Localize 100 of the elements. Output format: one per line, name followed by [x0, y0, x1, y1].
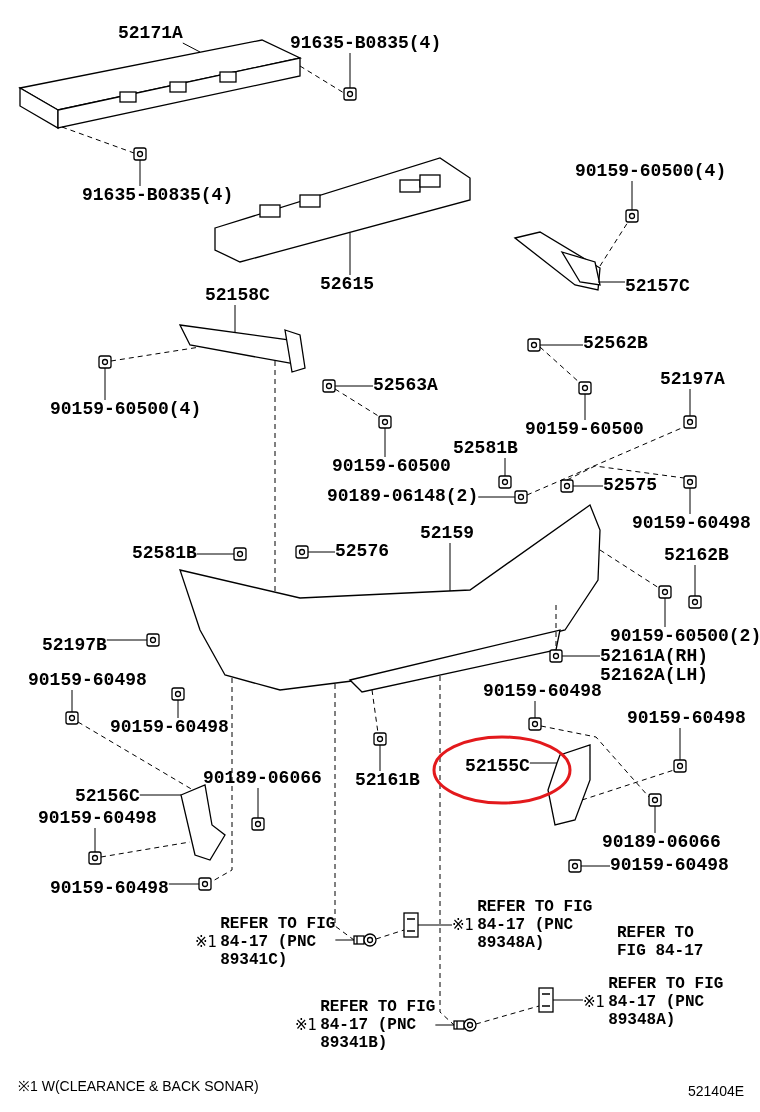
leader-line [534, 700, 536, 719]
footnote-mark: ※1 [195, 932, 218, 952]
part-number: 52162B [664, 546, 729, 565]
leader-line [139, 794, 182, 796]
leader-line [552, 999, 584, 1001]
footnote-mark: ※1 [295, 1015, 318, 1035]
leader-line [561, 655, 601, 657]
bolt-icon [560, 479, 574, 493]
part-number: 90159-60498 [50, 879, 169, 898]
leader-line [417, 924, 453, 926]
bracket-drawing [547, 744, 591, 826]
part-number: 52581B [453, 439, 518, 458]
leader-line [334, 385, 374, 387]
part-number: 52575 [603, 476, 657, 495]
footnote-mark: ※1 [583, 992, 606, 1012]
leader-line [580, 865, 611, 867]
part-number: 52157C [625, 277, 690, 296]
leader-line [139, 159, 141, 187]
bolt-icon [88, 851, 102, 865]
bolt-icon [673, 759, 687, 773]
leader-line [477, 496, 516, 498]
part-number: 90189-06066 [602, 833, 721, 852]
part-number: 90159-60500 [332, 457, 451, 476]
bolt-icon [648, 793, 662, 807]
leader-line [234, 304, 236, 334]
part-number: 52197B [42, 636, 107, 655]
bolt-icon [251, 817, 265, 831]
leader-line [449, 542, 451, 592]
bolt-icon [322, 379, 336, 393]
leader-line [584, 393, 586, 421]
leader-line [106, 639, 148, 641]
assembly-line [540, 725, 650, 798]
leader-line [94, 827, 96, 853]
bolt-icon [683, 415, 697, 429]
sensor-holder-icon [403, 912, 419, 938]
part-number: 90159-60498 [28, 671, 147, 690]
part-number: 52161A(RH) 52162A(LH) [600, 647, 730, 685]
assembly-line [61, 126, 135, 154]
part-number: 90159-60498 [632, 514, 751, 533]
leader-line [257, 787, 259, 819]
bolt-icon [514, 490, 528, 504]
part-number: 52161B [355, 771, 420, 790]
sensor-holder-icon [538, 987, 554, 1013]
sensor-icon [453, 1018, 477, 1032]
bolt-icon [198, 877, 212, 891]
bolt-icon [343, 87, 357, 101]
leader-line [504, 457, 506, 477]
bracket-drawing [513, 231, 601, 291]
part-number: 90159-60500 [525, 420, 644, 439]
assembly-line [334, 683, 355, 941]
leader-line [177, 699, 179, 719]
bolt-icon [378, 415, 392, 429]
part-number: 90159-60500(2) [610, 627, 760, 646]
part-number: 52155C [465, 757, 530, 776]
bolt-icon [171, 687, 185, 701]
assembly-line [375, 929, 405, 940]
leader-line [539, 344, 584, 346]
assembly-line [475, 1005, 540, 1025]
leader-line [384, 427, 386, 458]
leader-line [434, 1024, 455, 1026]
reference-note: REFER TO FIG 84-17 (PNC 89348A) [608, 975, 724, 1029]
part-number: 90159-60498 [610, 856, 729, 875]
sensor-icon [353, 933, 377, 947]
leader-line [334, 939, 355, 941]
leader-line [654, 805, 656, 834]
leader-line [168, 883, 200, 885]
part-number: 90159-60498 [627, 709, 746, 728]
drawing-number: 521404E [688, 1083, 745, 1099]
assembly-line [371, 689, 379, 734]
leader-line [196, 553, 235, 555]
bolt-icon [549, 649, 563, 663]
leader-line [104, 367, 106, 401]
part-number: 52171A [118, 24, 183, 43]
assembly-line [599, 221, 629, 267]
bolt-icon [65, 711, 79, 725]
reference-note: REFER TO FIG 84-17 (PNC 89341C) [220, 915, 336, 969]
bolt-icon [528, 717, 542, 731]
footnote-mark: ※1 [452, 915, 475, 935]
leader-line [307, 551, 336, 553]
assembly-line [566, 465, 685, 481]
part-number: 52581B [132, 544, 197, 563]
part-number: 52563A [373, 376, 438, 395]
part-number: 90159-60500(4) [50, 400, 202, 419]
bolt-icon [295, 545, 309, 559]
reference-note: REFER TO FIG 84-17 (PNC 89341B) [320, 998, 436, 1052]
part-number: 52576 [335, 542, 389, 561]
bracket-drawing [180, 784, 226, 861]
bolt-icon [658, 585, 672, 599]
part-number: 52158C [205, 286, 270, 305]
part-number: 90159-60498 [483, 682, 602, 701]
bolt-icon [133, 147, 147, 161]
assembly-line [581, 769, 675, 801]
leader-line [694, 564, 696, 597]
part-number: 90159-60500(4) [575, 162, 727, 181]
leader-line [71, 689, 73, 713]
assembly-line [599, 549, 660, 589]
leader-line [572, 485, 604, 487]
bolt-icon [373, 732, 387, 746]
part-number: 91635-B0835(4) [290, 34, 442, 53]
bolt-icon [498, 475, 512, 489]
